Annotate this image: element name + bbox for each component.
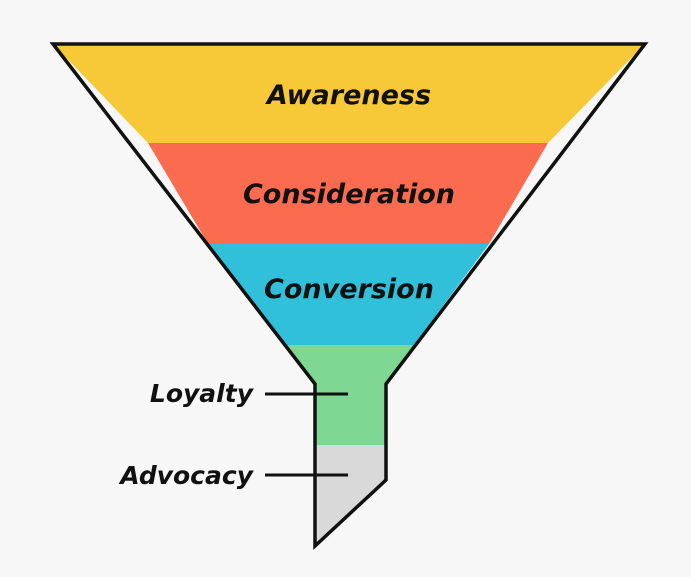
stage-band-conversion	[208, 244, 489, 345]
stage-label-consideration: Consideration	[243, 179, 455, 210]
stage-label-conversion: Conversion	[264, 274, 434, 305]
stage-band-loyalty	[285, 345, 414, 445]
stage-band-consideration	[148, 143, 548, 244]
stage-band-advocacy	[315, 445, 386, 546]
stage-band-awareness	[53, 44, 645, 143]
funnel-outline	[49, 42, 649, 551]
stage-label-awareness: Awareness	[265, 80, 431, 111]
stage-label-loyalty: Loyalty	[150, 379, 255, 408]
stage-label-advocacy: Advocacy	[118, 461, 254, 490]
